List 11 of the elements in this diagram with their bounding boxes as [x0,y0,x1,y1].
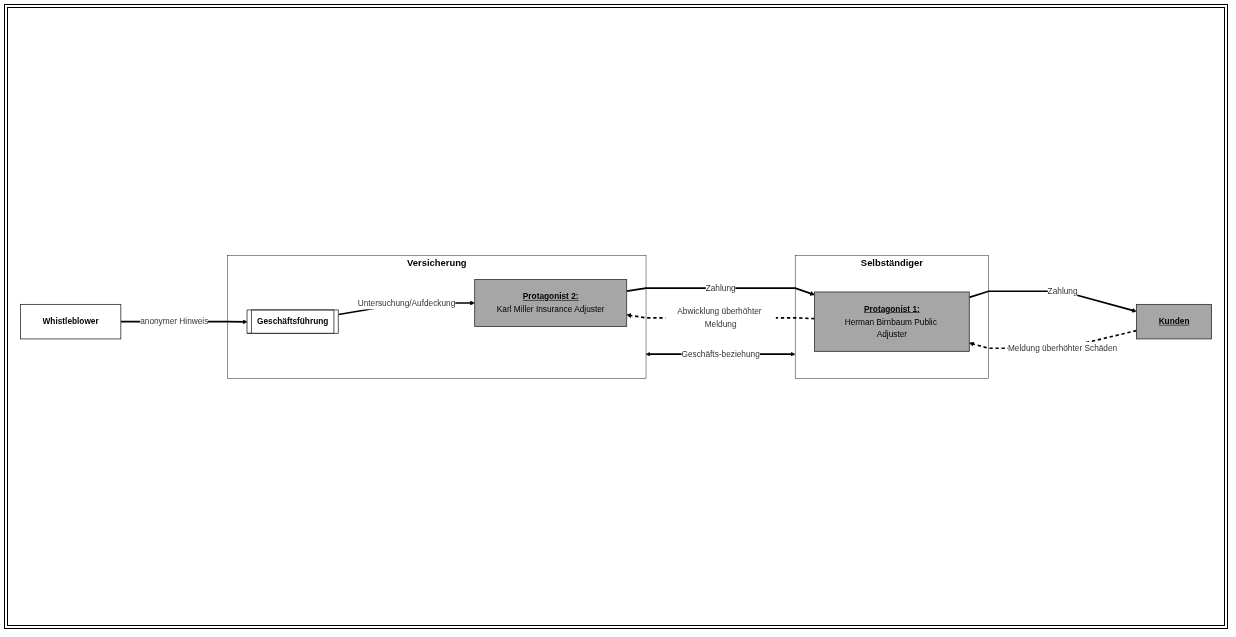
node-box: Whistleblower [20,303,122,339]
edge-label: anonymer Hinweis [140,316,209,326]
edge-label: Zahlung [705,282,736,292]
edge-label: Zahlung [1047,285,1078,296]
node-box: Kunden [1136,303,1212,339]
edge-label: Meldung überhöhter Schäden [1007,342,1118,353]
edge-label: Geschäfts-beziehung [681,348,760,358]
edge-label: Untersuchung/Aufdeckung [357,297,456,307]
edge-label: Abwicklung überhöhter Meldung [677,306,762,328]
node-box: Protagonist 1: Herman Birnbaum Public Adjuster [814,291,970,352]
node-box: Protagonist 2: Karl Miller Insurance Adjuster [474,278,628,327]
